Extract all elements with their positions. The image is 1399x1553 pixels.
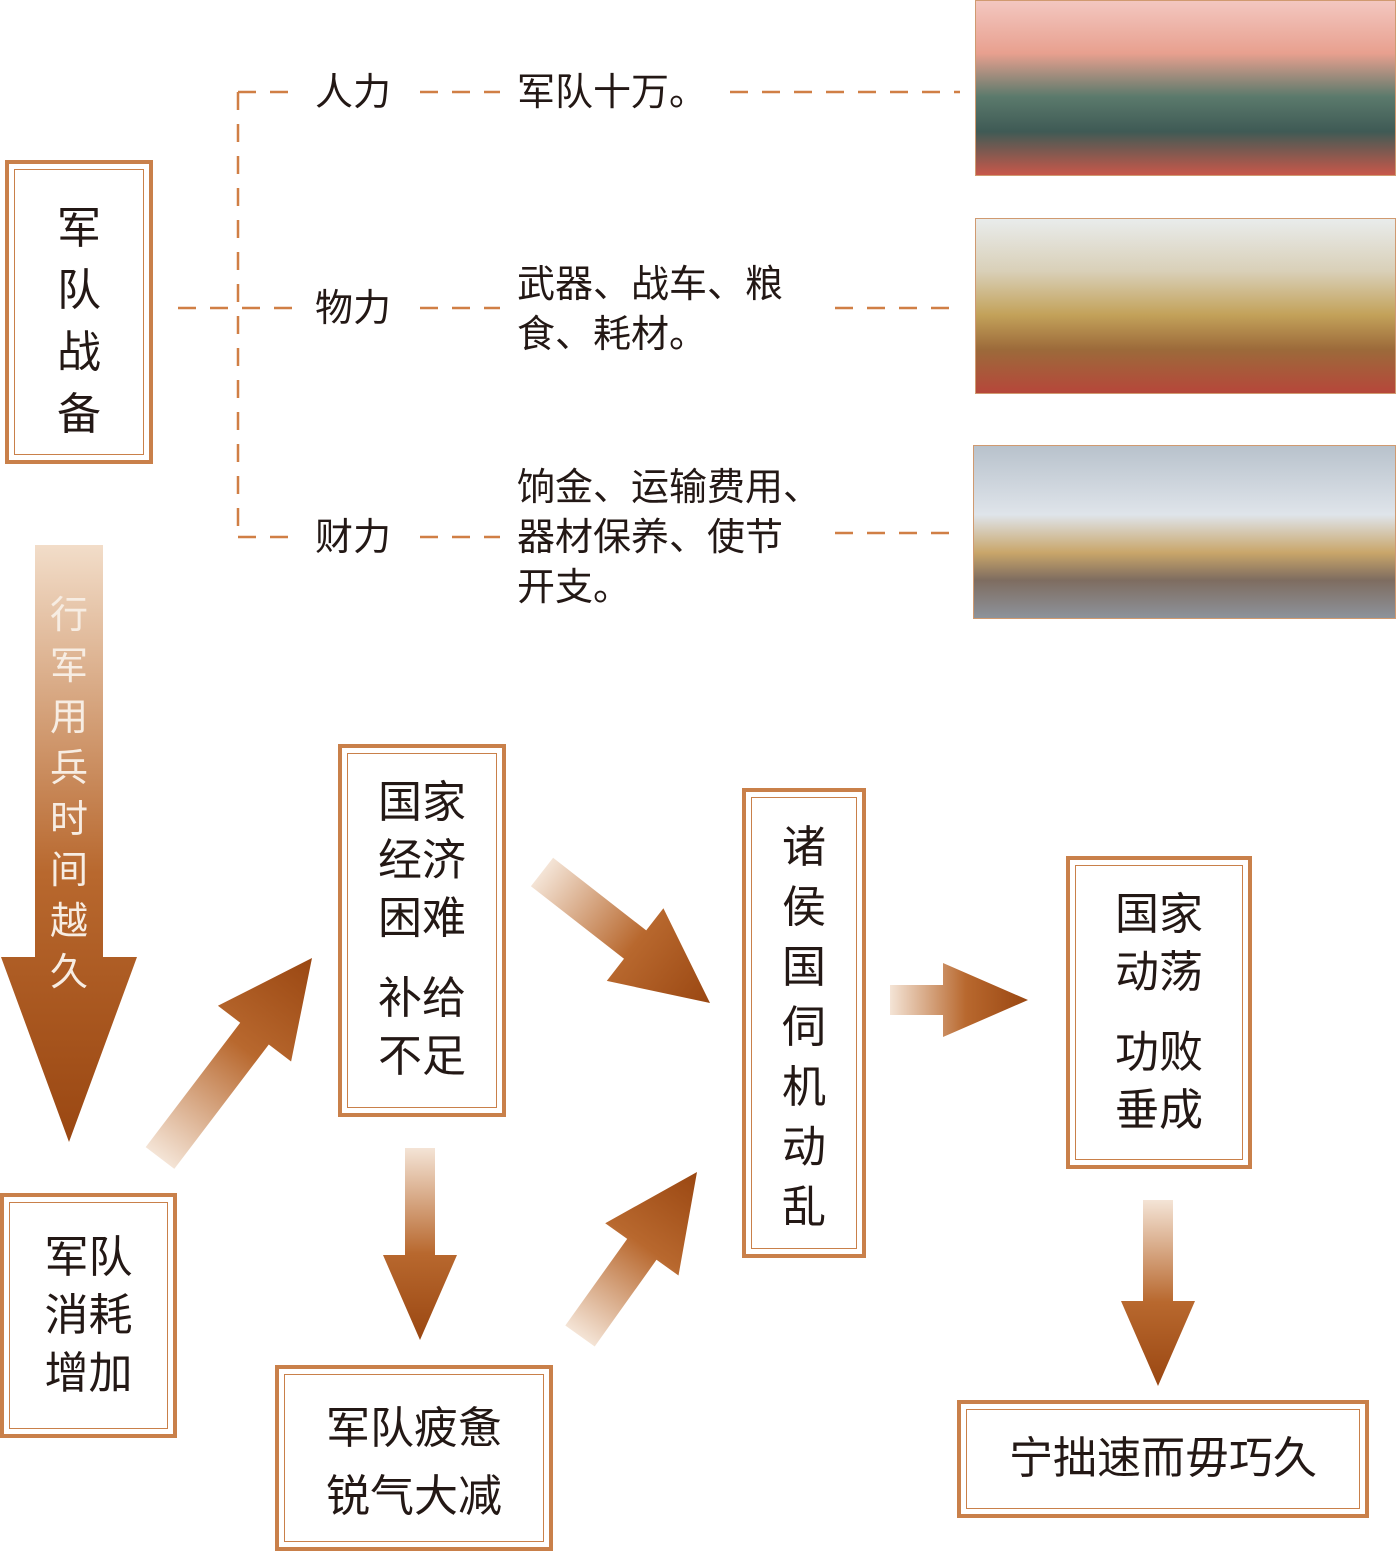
- manpower-detail: 军队十万。: [517, 70, 708, 114]
- finance-detail-line: 器材保养、使节: [517, 515, 784, 559]
- time-arrow-label: 行军用兵时间越久: [49, 593, 88, 994]
- consumption-box: 军队消耗增加: [0, 1193, 177, 1438]
- arrow-vassals-to-turmoil: [890, 963, 1028, 1037]
- box-char: 备: [57, 389, 101, 440]
- turmoil-box: 国家动荡 功败垂成: [1066, 856, 1252, 1169]
- box-char: 军: [57, 203, 101, 254]
- fatigue-box: 军队疲惫锐气大减: [275, 1365, 553, 1551]
- material-label: 物力: [315, 286, 392, 330]
- arrow-economy-to-vassals: [530, 857, 710, 1003]
- material-detail-line: 武器、战车、粮: [517, 262, 784, 306]
- arrow-consumption-to-economy: [145, 958, 312, 1169]
- arrow-fatigue-to-vassals: [565, 1172, 697, 1347]
- finance-detail-line: 饷金、运输费用、: [517, 465, 822, 509]
- box-char: 队: [57, 265, 101, 316]
- arrow-economy-to-fatigue: [383, 1148, 457, 1340]
- supply-convoy-illustration: [973, 445, 1396, 619]
- material-detail-line: 食、耗材。: [517, 312, 708, 356]
- finance-label: 财力: [315, 515, 392, 559]
- grain-carts-illustration: [975, 218, 1396, 394]
- dashed-connectors: [178, 90, 960, 539]
- economy-box: 国家经济困难 补给不足: [338, 744, 506, 1117]
- arrow-turmoil-to-conclusion: [1121, 1200, 1195, 1386]
- vassals-unrest-box: 诸侯国伺机动乱: [742, 788, 866, 1258]
- conclusion-text: 宁拙速而毋巧久: [1009, 1433, 1317, 1484]
- manpower-label: 人力: [315, 70, 392, 114]
- conclusion-box: 宁拙速而毋巧久: [957, 1400, 1369, 1518]
- military-preparation-box: 军 队 战 备: [5, 160, 153, 464]
- time-arrow: [1, 545, 137, 1142]
- army-soldiers-illustration: [975, 0, 1396, 176]
- finance-detail-line: 开支。: [517, 565, 632, 609]
- box-char: 战: [57, 327, 101, 378]
